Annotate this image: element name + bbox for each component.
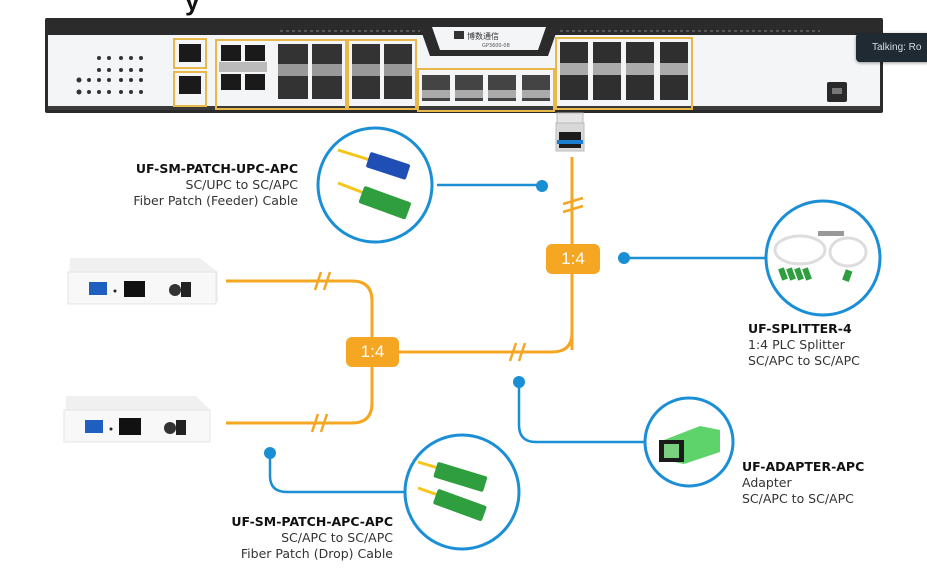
status-leds	[76, 56, 143, 95]
component-line2: Fiber Patch (Feeder) Cable	[133, 193, 298, 208]
component-line2: SC/APC to SC/APC	[742, 491, 854, 506]
olt-model: GP3600-08	[482, 43, 510, 49]
olt-logo-plate: 博数通信 GP3600-08	[418, 22, 560, 56]
label-patch-apc-apc: UF-SM-PATCH-APC-APC SC/APC to SC/APC Fib…	[190, 514, 393, 562]
label-adapter: UF-ADAPTER-APC Adapter SC/APC to SC/APC	[742, 459, 922, 507]
pon-ports-upper	[555, 37, 693, 110]
label-patch-upc-apc: UF-SM-PATCH-UPC-APC SC/UPC to SC/APC Fib…	[100, 161, 298, 209]
uplink-ports	[215, 39, 417, 110]
component-line1: Adapter	[742, 475, 792, 490]
patch-apc-apc-image	[403, 433, 521, 551]
distribution-fiber	[372, 262, 574, 354]
ont-device-1	[67, 258, 218, 305]
label-splitter: UF-SPLITTER-4 1:4 PLC Splitter SC/APC to…	[748, 321, 927, 369]
splitter-ratio-badge-secondary: 1:4	[346, 337, 399, 367]
component-line2: Fiber Patch (Drop) Cable	[240, 546, 393, 561]
splitter-ratio-badge-primary: 1:4	[546, 244, 600, 274]
olt-device: 博数通信 GP3600-08	[45, 18, 883, 113]
sfp-module	[555, 112, 585, 152]
olt-brand: 博数通信	[467, 31, 499, 41]
component-line1: SC/APC to SC/APC	[281, 530, 393, 545]
component-title: UF-ADAPTER-APC	[742, 459, 865, 474]
component-title: UF-SM-PATCH-UPC-APC	[135, 161, 298, 176]
slide-heading-fragment: y	[185, 0, 200, 16]
component-title: UF-SPLITTER-4	[748, 321, 852, 336]
callout-lines	[268, 183, 765, 494]
management-ports	[173, 38, 207, 107]
pon-ports-lower	[417, 68, 555, 112]
component-line2: SC/APC to SC/APC	[748, 353, 860, 368]
cable-break-marks	[310, 196, 584, 433]
component-line1: 1:4 PLC Splitter	[748, 337, 845, 352]
component-title: UF-SM-PATCH-APC-APC	[231, 514, 393, 529]
patch-upc-apc-image	[316, 126, 434, 244]
callout-dots	[264, 180, 630, 459]
talking-indicator-tooltip: Talking: Ro	[856, 33, 927, 62]
adapter-image	[643, 396, 735, 488]
ont-device-2	[63, 396, 211, 443]
component-line1: SC/UPC to SC/APC	[185, 177, 298, 192]
splitter-image	[764, 199, 882, 317]
